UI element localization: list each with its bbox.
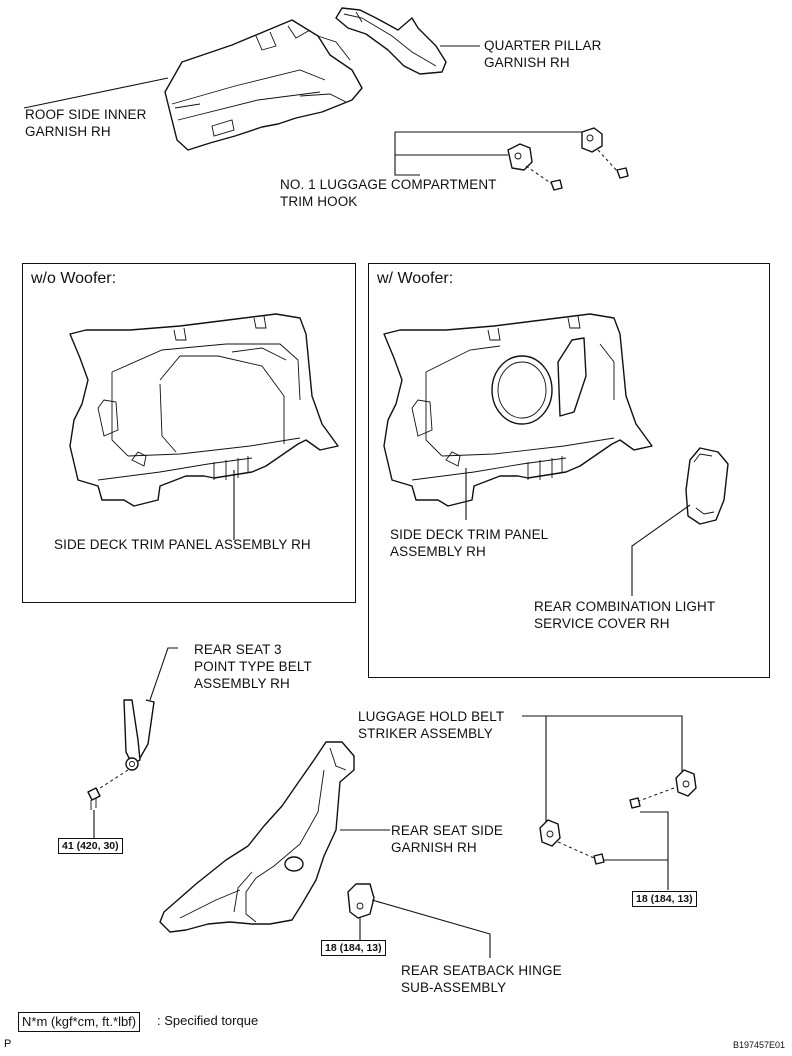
- legend-text: : Specified torque: [157, 1013, 259, 1028]
- roof-side-inner-garnish-drawing: [164, 19, 363, 151]
- seat-belt-drawing: [87, 699, 155, 810]
- label-seatback-hinge: REAR SEATBACK HINGE SUB-ASSEMBLY: [401, 963, 562, 995]
- label-side-deck-w-woofer: SIDE DECK TRIM PANEL ASSEMBLY RH: [390, 527, 549, 559]
- wo-woofer-title: w/o Woofer:: [31, 270, 117, 287]
- label-luggage-trim-hook: NO. 1 LUGGAGE COMPARTMENT TRIM HOOK: [280, 177, 497, 209]
- seatback-hinge-drawing: [347, 883, 375, 919]
- legend-unit-box: N*m (kgf*cm, ft.*lbf): [18, 1012, 141, 1032]
- page-mark: P: [4, 1038, 12, 1050]
- torque-hinge: 18 (184, 13): [321, 940, 386, 956]
- w-woofer-title: w/ Woofer:: [377, 270, 454, 287]
- label-seat-side-garnish: REAR SEAT SIDE GARNISH RH: [391, 823, 503, 855]
- label-service-cover: REAR COMBINATION LIGHT SERVICE COVER RH: [534, 599, 716, 631]
- label-roof-side-inner-garnish: ROOF SIDE INNER GARNISH RH: [25, 107, 147, 139]
- trim-hook-drawing: [507, 127, 629, 191]
- side-deck-panel-w-woofer-drawing: [383, 313, 653, 507]
- label-quarter-pillar-garnish: QUARTER PILLAR GARNISH RH: [484, 38, 602, 70]
- label-side-deck-wo-woofer: SIDE DECK TRIM PANEL ASSEMBLY RH: [54, 537, 311, 552]
- label-striker: LUGGAGE HOLD BELT STRIKER ASSEMBLY: [358, 709, 505, 741]
- torque-striker: 18 (184, 13): [632, 891, 697, 907]
- label-seat-belt: REAR SEAT 3 POINT TYPE BELT ASSEMBLY RH: [194, 642, 312, 691]
- striker-drawing: [539, 769, 697, 865]
- torque-belt: 41 (420, 30): [58, 838, 123, 854]
- side-deck-panel-wo-woofer-drawing: [69, 313, 339, 507]
- service-cover-drawing: [685, 447, 729, 525]
- quarter-pillar-garnish-drawing: [335, 7, 447, 75]
- rear-seat-side-garnish-drawing: [159, 741, 355, 933]
- figure-id: B197457E01: [733, 1040, 786, 1050]
